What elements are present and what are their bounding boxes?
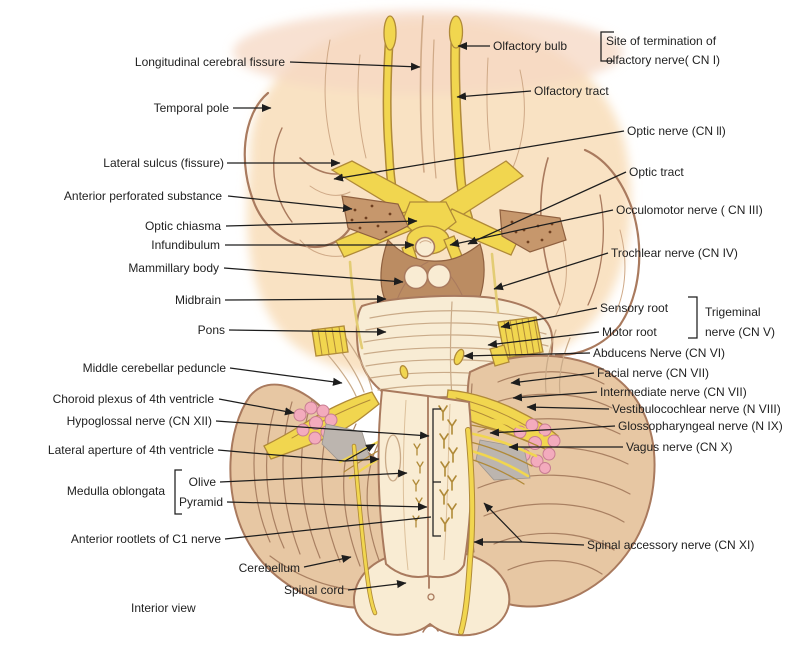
frontal-sulci [324,39,367,159]
spinal-accessory-nerve-shape [351,427,476,635]
label-optic-nerve: Optic nerve (CN ll) [627,124,726,138]
bracket-trigeminal [688,296,698,339]
bracket-medulla-oblongata [174,469,182,515]
label-intermediate-nerve: Intermediate nerve (CN VII) [600,385,747,399]
label-spinal-accessory-nerve: Spinal accessory nerve (CN XI) [587,538,755,552]
bracket-rootlets [432,408,441,537]
label-olfactory-termination: Site of termination of olfactory nerve( … [606,32,720,70]
label-longitudinal-cerebral-fissure: Longitudinal cerebral fissure [134,55,285,69]
label-mammillary-body: Mammillary body [128,261,219,275]
label-temporal-pole: Temporal pole [153,101,229,115]
label-anterior-rootlets-c1: Anterior rootlets of C1 nerve [70,532,221,546]
label-sensory-root: Sensory root [600,301,669,315]
trigeminal-roots [311,316,544,367]
cerebrum [233,10,641,382]
label-vestibulocochlear-nerve: Vestibulocochlear nerve (N VIII) [612,402,781,416]
caption-interior-view: Interior view [131,601,196,615]
label-trigeminal-nerve: Trigeminal nerve (CN V) [705,302,775,342]
label-pyramid: Pyramid [178,495,223,509]
olive-shape [384,434,402,482]
medulla-shape [377,388,473,579]
label-motor-root: Motor root [602,325,657,339]
label-olfactory-termination-line2: olfactory nerve( CN I) [606,53,721,67]
mammillary-left [403,264,429,290]
label-optic-chiasma: Optic chiasma [144,219,221,233]
label-lateral-sulcus: Lateral sulcus (fissure) [103,156,224,170]
mammillary-right [426,263,452,289]
label-trochlear-nerve: Trochlear nerve (CN IV) [611,246,738,260]
label-trigeminal-line1: Trigeminal [705,305,761,319]
label-glossopharyngeal-nerve: Glossopharyngeal nerve (N IX) [618,419,783,433]
label-trigeminal-line2: nerve (CN V) [705,325,776,339]
label-spinal-cord: Spinal cord [283,583,344,597]
label-lateral-aperture: Lateral aperture of 4th ventricle [47,443,214,457]
hypoglossal-rootlets [438,405,458,532]
label-pons: Pons [197,323,225,337]
bracket-olfactory-termination [600,31,614,62]
label-choroid-plexus: Choroid plexus of 4th ventricle [52,392,214,406]
label-olfactory-tract: Olfactory tract [534,84,609,98]
label-hypoglossal-nerve: Hypoglossal nerve (CN XII) [66,414,212,428]
label-occulomotor-nerve: Occulomotor nerve ( CN III) [616,203,763,217]
label-midbrain: Midbrain [174,293,221,307]
label-medulla-oblongata: Medulla oblongata [66,484,165,498]
anterior-perforated-substance [341,195,567,253]
leader-lines [174,31,698,591]
label-olfactory-bulb: Olfactory bulb [493,39,568,53]
abducens-roots [399,348,465,379]
hypothalamic-structures [403,236,452,290]
longitudinal-fissure [419,15,437,179]
label-infundibulum: Infundibulum [151,238,220,252]
label-cerebellum: Cerebellum [238,561,300,575]
label-anterior-perforated-substance: Anterior perforated substance [63,189,222,203]
label-optic-tract: Optic tract [629,165,684,179]
label-vagus-nerve: Vagus nerve (CN X) [626,440,733,454]
right-olfactory-bulb [448,15,464,49]
label-olive: Olive [188,475,216,489]
label-abducens-nerve: Abducens Nerve (CN VI) [593,346,726,360]
left-olfactory-bulb [383,15,397,51]
label-olfactory-termination-line1: Site of termination of [606,34,717,48]
label-facial-nerve: Facial nerve (CN VII) [597,366,710,380]
label-middle-cerebellar-peduncle: Middle cerebellar peduncle [82,361,226,375]
